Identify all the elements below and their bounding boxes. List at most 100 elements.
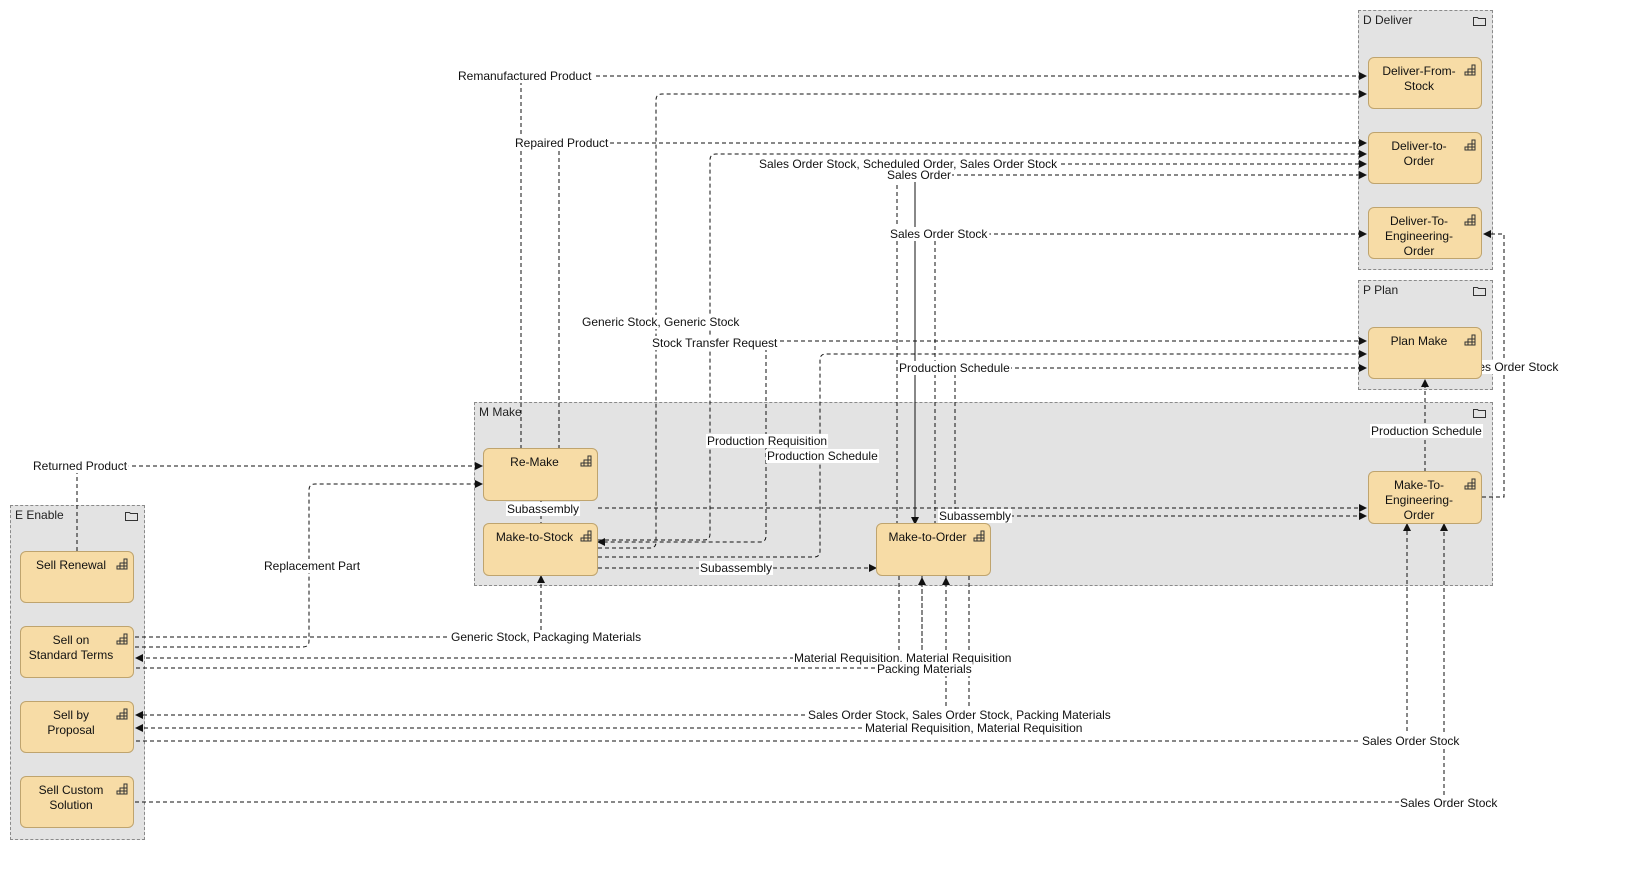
label-generic-stock-generic-stock: Generic Stock, Generic Stock [582, 315, 740, 329]
flow-labels: Remanufactured Product Repaired Product … [32, 69, 1561, 810]
process-grid-icon [116, 708, 128, 720]
label-background [793, 651, 1013, 665]
node-sell-custom-solution[interactable]: Sell Custom Solution [20, 776, 134, 828]
label-sos-packing: Sales Order Stock, Sales Order Stock, Pa… [808, 708, 1111, 722]
label-background [457, 69, 594, 83]
label-background [651, 336, 780, 350]
label-subassembly-bottom: Subassembly [700, 561, 772, 575]
process-grid-icon [1464, 214, 1476, 226]
node-deliver-to-engineering-order-label: Deliver-To- Engineering- Order [1384, 214, 1454, 258]
edge-sos-scheduled[interactable] [896, 160, 1367, 525]
node-deliver-to-engineering-order[interactable]: Deliver-To- Engineering- Order [1368, 207, 1482, 259]
label-background [32, 459, 129, 473]
label-material-requisition-1: Material Requisition, Material Requisiti… [794, 651, 1011, 665]
node-deliver-from-stock-label: Deliver-From- Stock [1382, 64, 1456, 93]
node-sell-on-standard-terms-label: Sell on Standard Terms [28, 633, 114, 662]
edge-remanufactured-product[interactable] [520, 72, 1367, 449]
process-grid-icon [1464, 478, 1476, 490]
label-returned-product: Returned Product [33, 459, 128, 473]
group-enable-title: E Enable [15, 508, 64, 522]
label-replacement-part: Replacement Part [264, 559, 361, 573]
edge-repaired-product[interactable] [558, 139, 1367, 449]
edge-generic-stock-packaging[interactable] [135, 575, 545, 638]
folder-icon [1473, 17, 1486, 26]
label-production-schedule-make: Production Schedule [767, 449, 878, 463]
label-background [450, 630, 643, 644]
label-background [263, 559, 362, 573]
group-deliver-title: D Deliver [1363, 13, 1413, 27]
node-make-to-engineering-order[interactable]: Make-To- Engineering- Order [1368, 471, 1482, 524]
edge-stock-to-plan[interactable] [598, 350, 1367, 558]
edge-sos-right-loop[interactable] [1482, 230, 1505, 498]
node-sell-custom-solution-label: Sell Custom Solution [38, 783, 104, 812]
label-background [1460, 360, 1561, 374]
label-background [506, 502, 581, 516]
label-background [1399, 796, 1500, 810]
edge-material-requisition-2[interactable] [135, 576, 970, 732]
node-plan-make-label: Plan Make [1390, 334, 1448, 348]
node-sell-by-proposal-label: Sell by Proposal [47, 708, 95, 737]
label-background [938, 509, 1013, 523]
edge-sos-packing[interactable] [135, 576, 947, 719]
group-plan-title: P Plan [1363, 283, 1399, 297]
node-re-make-label: Re-Make [510, 455, 559, 469]
label-background [876, 662, 973, 676]
edge-sos-deliver-eng[interactable] [934, 230, 1367, 525]
edge-stock-transfer-request-down[interactable] [597, 341, 767, 546]
folder-icon [1473, 409, 1486, 418]
label-repaired-product: Repaired Product [515, 136, 609, 150]
label-stock-transfer-request: Stock Transfer Request [652, 336, 778, 350]
node-sell-renewal-label: Sell Renewal [35, 558, 107, 572]
node-sell-by-proposal[interactable]: Sell by Proposal [20, 701, 134, 753]
process-grid-icon [116, 783, 128, 795]
label-sos-plan: Sales Order Stock [1461, 360, 1559, 374]
label-background [706, 434, 829, 448]
label-background [807, 708, 1112, 722]
label-production-requisition: Production Requisition [707, 434, 827, 448]
process-grid-icon [580, 455, 592, 467]
node-make-to-order-label: Make-to-Order [888, 530, 967, 544]
node-deliver-to-order[interactable]: Deliver-to- Order [1368, 132, 1482, 184]
label-sos-proposal: Sales Order Stock [1362, 734, 1460, 748]
node-deliver-to-order-label: Deliver-to- Order [1391, 139, 1447, 168]
label-material-requisition-2: Material Requisition, Material Requisiti… [865, 721, 1082, 735]
node-sell-renewal[interactable]: Sell Renewal [20, 551, 134, 603]
label-sos-deliver: Sales Order Stock [890, 227, 988, 241]
node-make-to-stock-label: Make-to-Stock [495, 530, 574, 544]
node-sell-on-standard-terms[interactable]: Sell on Standard Terms [20, 626, 134, 678]
edge-material-requisition-1[interactable] [135, 576, 923, 662]
folder-icon [1473, 287, 1486, 296]
edge-returned-product[interactable] [76, 462, 483, 551]
label-background [864, 721, 1084, 735]
label-background [766, 449, 880, 463]
process-grid-icon [1464, 139, 1476, 151]
label-background [886, 168, 953, 182]
edge-sos-proposal[interactable] [136, 523, 1411, 742]
process-grid-icon [116, 558, 128, 570]
node-make-to-order[interactable]: Make-to-Order [876, 523, 991, 576]
label-background [889, 227, 990, 241]
label-sos-scheduled: Sales Order Stock, Scheduled Order, Sale… [759, 157, 1058, 171]
label-background [1361, 734, 1462, 748]
node-plan-make[interactable]: Plan Make [1368, 327, 1482, 379]
label-sos-custom: Sales Order Stock [1400, 796, 1498, 810]
process-grid-icon [1464, 64, 1476, 76]
label-background [758, 157, 1060, 171]
process-grid-icon [580, 530, 592, 542]
label-background [514, 136, 611, 150]
node-re-make[interactable]: Re-Make [483, 448, 598, 501]
node-deliver-from-stock[interactable]: Deliver-From- Stock [1368, 57, 1482, 109]
label-sales-order: Sales Order [887, 168, 951, 182]
label-production-schedule-plan: Production Schedule [899, 361, 1010, 375]
label-production-schedule-eng: Production Schedule [1371, 424, 1482, 438]
process-grid-icon [1464, 334, 1476, 346]
label-background [699, 561, 774, 575]
group-make-title: M Make [479, 405, 522, 419]
label-background [898, 361, 1012, 375]
node-make-to-stock[interactable]: Make-to-Stock [483, 523, 598, 576]
edge-production-schedule-plan[interactable] [954, 364, 1367, 525]
label-generic-stock-packaging: Generic Stock, Packaging Materials [451, 630, 641, 644]
edge-sos-packing-up[interactable] [136, 577, 950, 716]
process-grid-icon [973, 530, 985, 542]
